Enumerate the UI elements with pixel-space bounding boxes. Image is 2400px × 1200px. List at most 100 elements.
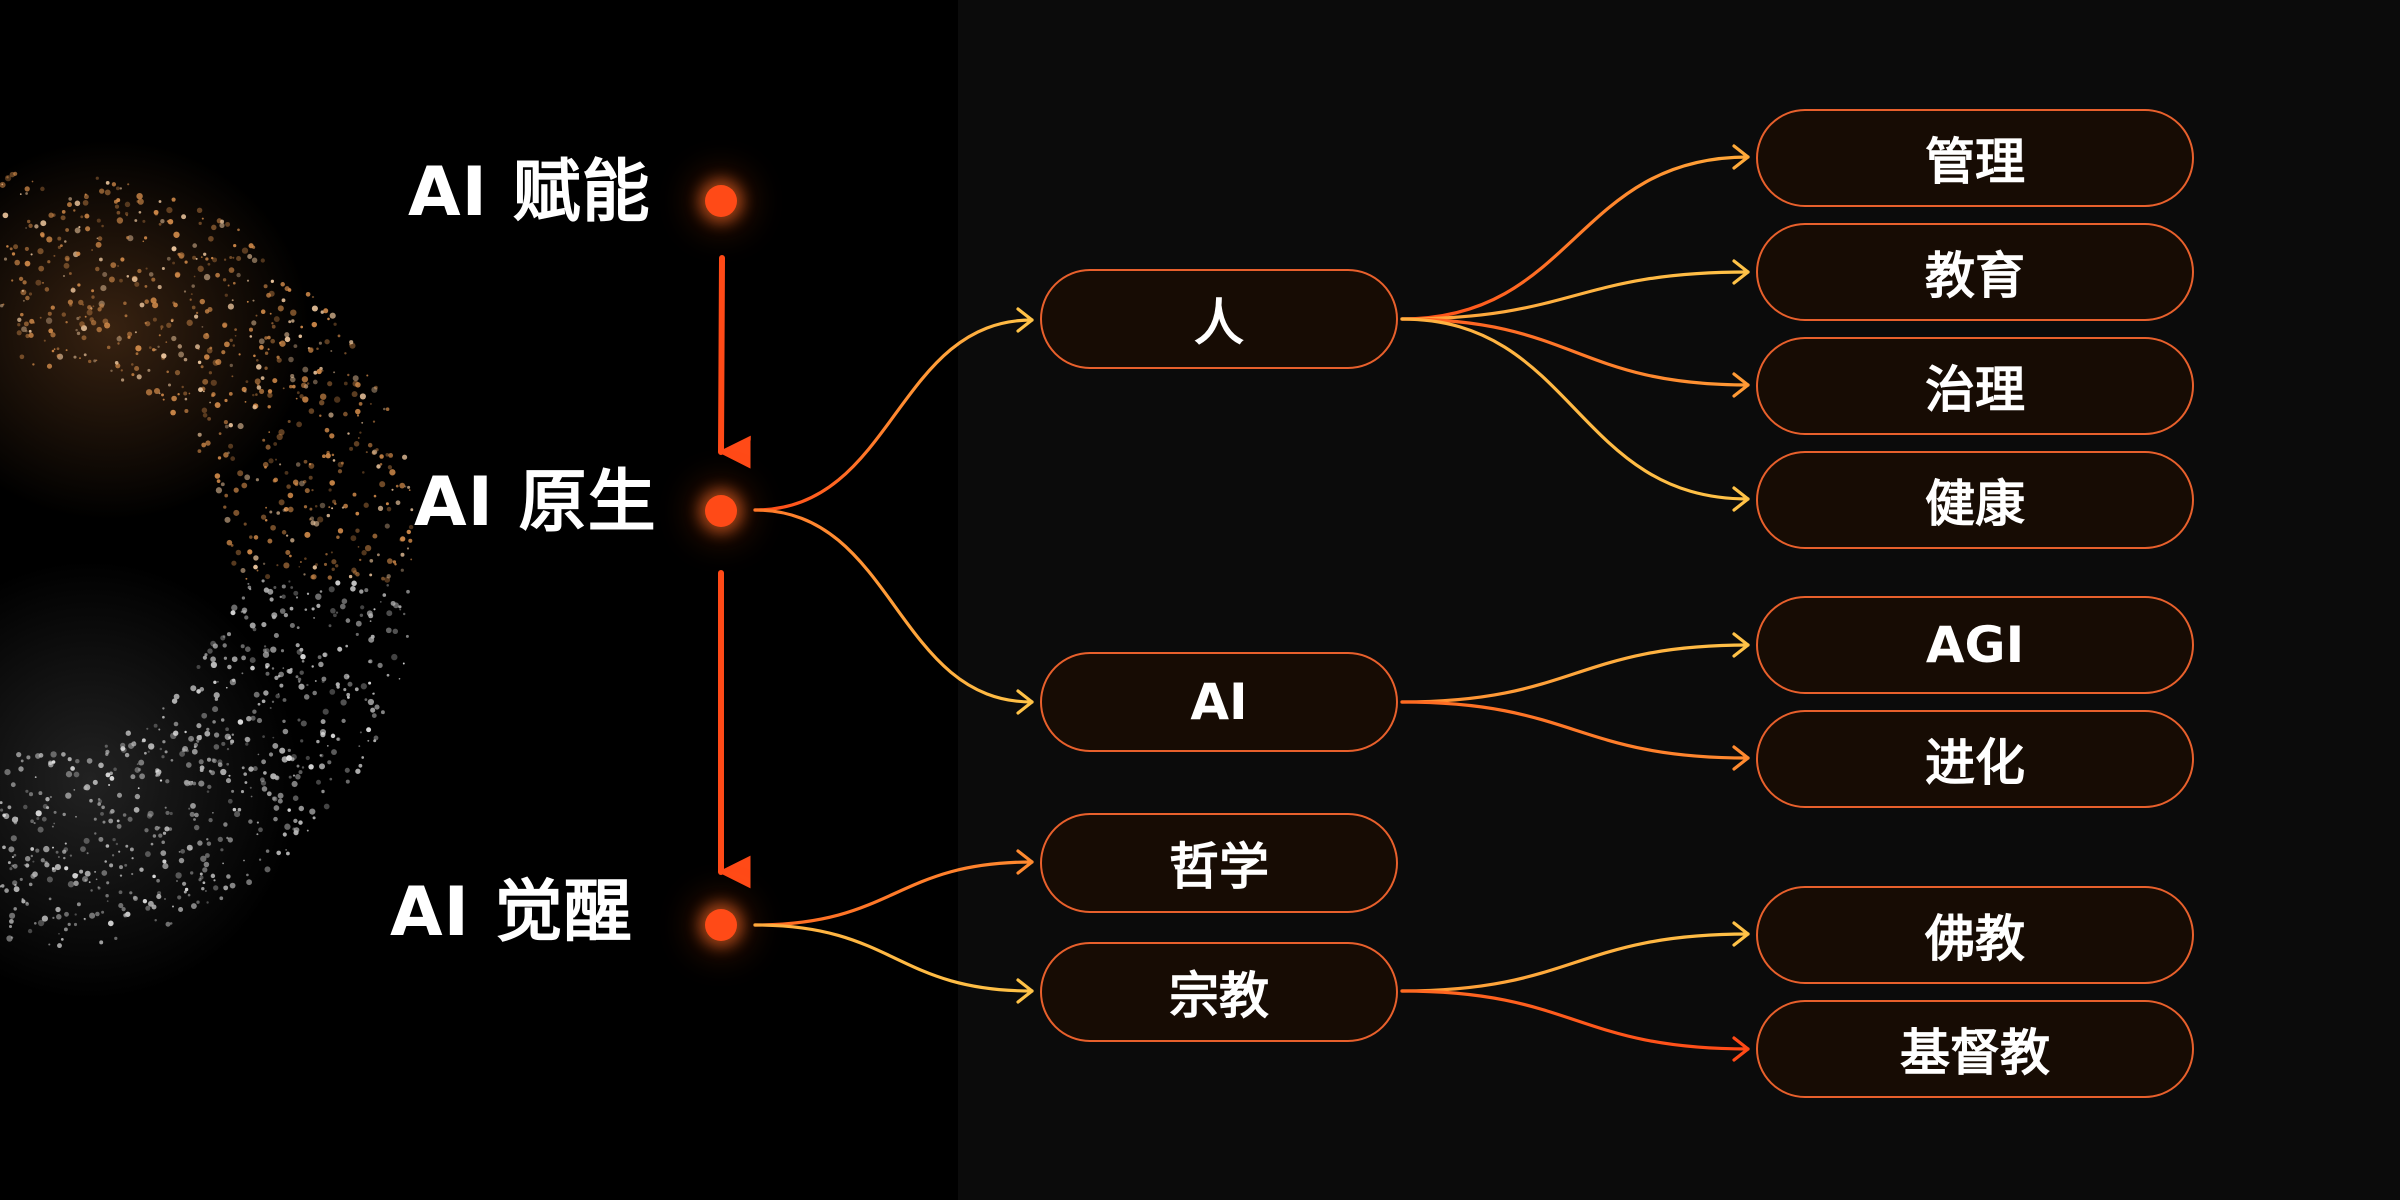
particle-dot: [316, 779, 321, 785]
particle-dot: [318, 763, 326, 770]
particle-dot: [302, 366, 309, 373]
particle-dot: [283, 612, 289, 618]
particle-dot: [377, 662, 383, 669]
particle-dot: [27, 928, 33, 934]
particle-dot: [274, 675, 279, 680]
particle-dot: [14, 884, 17, 887]
particle-dot: [326, 450, 330, 455]
particle-dot: [99, 257, 103, 262]
particle-dot: [8, 846, 15, 853]
particle-dot: [196, 207, 203, 214]
arrow-right-icon: [1016, 307, 1034, 333]
particle-dot: [200, 256, 203, 258]
particle-dot: [355, 632, 359, 636]
particle-dot: [19, 193, 22, 195]
particle-dot: [335, 682, 340, 687]
particle-dot: [187, 893, 191, 897]
particle-dot: [335, 580, 341, 586]
particle-dot: [234, 328, 237, 331]
particle-dot: [264, 366, 268, 370]
particle-dot: [9, 247, 13, 251]
particle-dot: [331, 559, 337, 565]
particle-dot: [379, 463, 383, 466]
particle-dot: [64, 255, 70, 261]
particle-dot: [119, 187, 122, 190]
particle-dot: [170, 758, 174, 762]
particle-dot: [38, 791, 43, 796]
particle-dot: [361, 421, 364, 424]
arrow-right-icon: [1732, 259, 1750, 285]
particle-dot: [345, 618, 351, 623]
particle-dot: [269, 597, 274, 602]
particle-dot: [101, 910, 105, 914]
leaf-node-agi: AGI: [1756, 596, 2194, 694]
particle-dot: [39, 316, 42, 319]
particle-dot: [44, 287, 50, 292]
particle-dot: [99, 303, 105, 309]
particle-dot: [110, 262, 117, 268]
particle-dot: [346, 692, 351, 697]
leaf-node-evolution: 进化: [1756, 710, 2194, 808]
branch-node-human: 人: [1040, 269, 1398, 369]
particle-dot: [312, 379, 318, 385]
particle-dot: [269, 707, 272, 709]
particle-dot: [215, 359, 222, 365]
particle-dot: [228, 736, 232, 740]
particle-dot: [197, 265, 204, 272]
particle-dot: [280, 282, 285, 287]
particle-dot: [155, 771, 161, 777]
particle-dot: [343, 411, 348, 417]
particle-dot: [352, 375, 359, 382]
particle-dot: [178, 850, 181, 853]
particle-dot: [148, 743, 155, 750]
particle-dot: [25, 902, 30, 906]
particle-dot: [376, 553, 380, 557]
particle-dot: [22, 299, 25, 302]
particle-dot: [197, 432, 202, 437]
particle-dot: [76, 331, 81, 336]
particle-dot: [362, 471, 365, 474]
particle-dot: [329, 433, 335, 439]
particle-dot: [212, 643, 218, 649]
particle-dot: [245, 742, 249, 746]
particle-dot: [336, 737, 340, 741]
particle-dot: [274, 775, 279, 780]
particle-dot: [407, 485, 411, 489]
particle-dot: [230, 456, 236, 461]
particle-dot: [331, 749, 337, 756]
particle-dot: [115, 842, 119, 846]
particle-dot: [92, 779, 98, 785]
particle-dot: [192, 243, 198, 248]
particle-dot: [389, 469, 396, 476]
particle-dot: [233, 243, 237, 248]
particle-dot: [21, 289, 24, 292]
particle-dot: [244, 781, 248, 784]
particle-dot: [220, 635, 226, 641]
particle-dot: [267, 405, 271, 409]
particle-dot: [299, 560, 302, 564]
particle-dot: [400, 536, 406, 542]
particle-dot: [356, 414, 360, 417]
particle-dot: [225, 686, 228, 689]
particle-dot: [127, 816, 133, 822]
leaf-node-education: 教育: [1756, 223, 2194, 321]
particle-dot: [35, 279, 42, 286]
particle-dot: [249, 657, 256, 664]
particle-dot: [47, 260, 51, 264]
particle-dot: [177, 393, 180, 396]
particle-dot: [231, 299, 234, 302]
particle-dot: [60, 215, 66, 221]
particle-dot: [114, 936, 118, 941]
particle-dot: [247, 549, 253, 555]
particle-dot: [7, 861, 11, 865]
particle-dot: [124, 201, 131, 208]
particle-dot: [225, 727, 229, 732]
particle-dot: [171, 698, 178, 704]
particle-dot: [96, 218, 101, 223]
particle-dot: [250, 715, 256, 721]
particle-dot: [222, 323, 228, 328]
particle-dot: [184, 408, 189, 414]
particle-dot: [371, 386, 378, 393]
particle-dot: [311, 321, 318, 328]
particle-dot: [181, 214, 187, 220]
